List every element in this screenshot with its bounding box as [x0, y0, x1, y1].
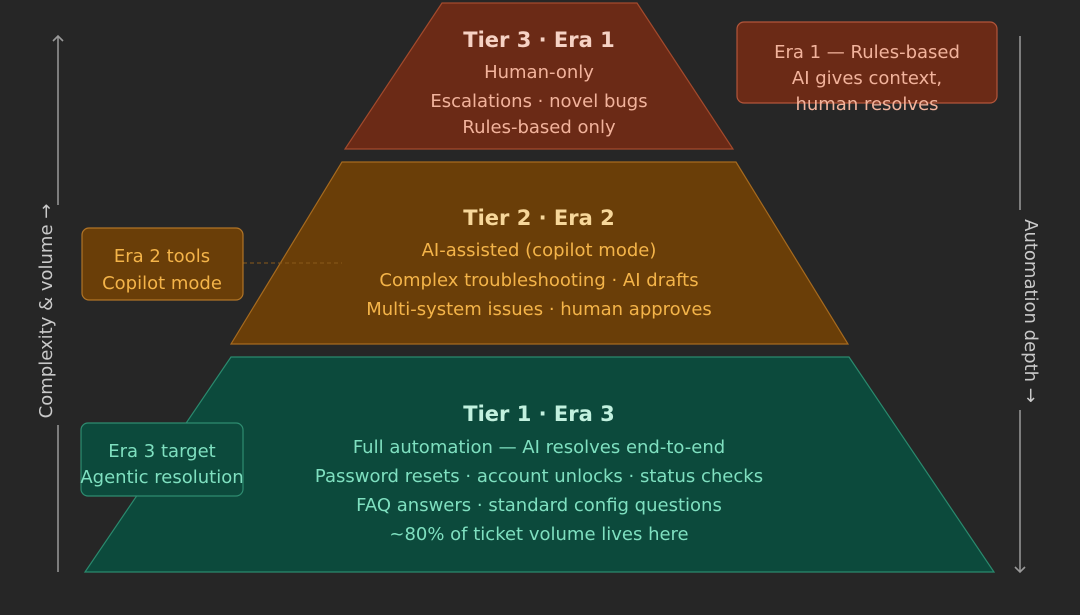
tier-2-line: Complex troubleshooting · AI drafts [379, 270, 698, 291]
left-axis: Complexity & volume → [36, 34, 64, 572]
era1-callout-text: human resolves [795, 94, 938, 115]
era1-callout-text: AI gives context, [792, 68, 942, 89]
tier-2-shape [229, 161, 850, 345]
tier-2-line: AI-assisted (copilot mode) [422, 240, 657, 261]
tier-3-title: Tier 3 · Era 1 [463, 28, 614, 52]
tier-1-shape [83, 356, 996, 573]
era2-callout-box [81, 227, 244, 301]
right-axis-label: Automation depth → [1020, 219, 1041, 403]
tier-3-shape [343, 2, 735, 150]
tier-1: Tier 1 · Era 3 Full automation — AI reso… [83, 356, 996, 573]
right-axis: Automation depth → [1014, 36, 1041, 574]
tier-3-line: Escalations · novel bugs [430, 91, 647, 112]
tier-1-line: ~80% of ticket volume lives here [389, 524, 688, 545]
left-axis-label: Complexity & volume → [36, 204, 57, 419]
era1-callout-text: Era 1 — Rules-based [774, 42, 960, 63]
era3-callout-text: Era 3 target [108, 441, 215, 462]
era3-callout: Era 3 target Agentic resolution [80, 422, 244, 497]
era3-callout-text: Agentic resolution [80, 467, 243, 488]
tier-1-title: Tier 1 · Era 3 [463, 402, 614, 426]
era2-callout-text: Era 2 tools [114, 246, 210, 267]
tier-2-title: Tier 2 · Era 2 [463, 206, 614, 230]
tier-1-line: FAQ answers · standard config questions [356, 495, 722, 516]
tier-3-line: Human-only [484, 62, 594, 83]
tier-1-line: Password resets · account unlocks · stat… [315, 466, 763, 487]
tier-3: Tier 3 · Era 1 Human-only Escalations · … [343, 2, 735, 150]
era1-callout-box [736, 21, 998, 104]
era2-callout-text: Copilot mode [102, 273, 222, 294]
era2-callout: Era 2 tools Copilot mode [81, 227, 244, 301]
tier-2-line: Multi-system issues · human approves [366, 299, 712, 320]
tier-3-line: Rules-based only [462, 117, 616, 138]
tier-1-line: Full automation — AI resolves end-to-end [353, 437, 725, 458]
era1-callout: Era 1 — Rules-based AI gives context, hu… [736, 21, 998, 115]
tier-2: Tier 2 · Era 2 AI-assisted (copilot mode… [229, 161, 850, 345]
era3-callout-box [80, 422, 244, 497]
